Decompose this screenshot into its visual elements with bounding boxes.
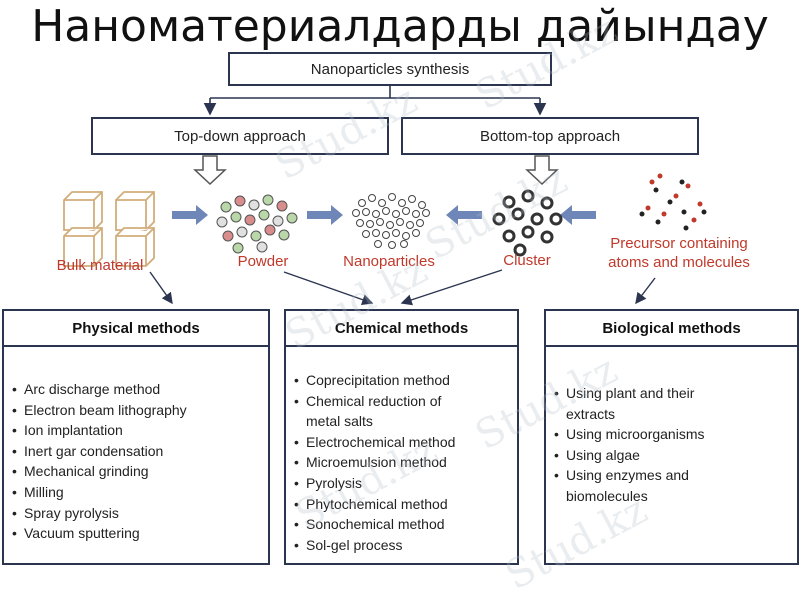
bulk-material-cubes	[63, 191, 155, 267]
diagram-artwork	[63, 85, 707, 306]
root-box-nanoparticles-synthesis: Nanoparticles synthesis	[228, 52, 552, 86]
list-item: Arc discharge method	[12, 379, 262, 400]
chemical-methods-list: Coprecipitation method Chemical reductio…	[286, 347, 517, 555]
list-item: Spray pyrolysis	[12, 503, 262, 524]
top-down-approach-label: Top-down approach	[174, 127, 306, 145]
root-box-label: Nanoparticles synthesis	[310, 60, 470, 78]
list-item: Chemical reduction of metal salts	[294, 391, 476, 432]
list-item: Using microorganisms	[554, 424, 791, 445]
chemical-methods-panel: Chemical methods Coprecipitation method …	[284, 309, 519, 565]
biological-methods-title: Biological methods	[546, 311, 797, 347]
precursor-label: Precursor containing atoms and molecules	[585, 234, 773, 272]
physical-methods-panel: Physical methods Arc discharge method El…	[2, 309, 270, 565]
precursor-molecules	[639, 173, 707, 231]
precursor-label-line1: Precursor containing	[610, 235, 748, 252]
biological-methods-panel: Biological methods Using plant and their…	[544, 309, 799, 565]
list-item: Mechanical grinding	[12, 461, 262, 482]
chemical-methods-title: Chemical methods	[286, 311, 517, 347]
list-item: Ion implantation	[12, 420, 262, 441]
physical-methods-list: Arc discharge method Electron beam litho…	[4, 347, 268, 544]
list-item: Pyrolysis	[294, 473, 511, 494]
list-item: Vacuum sputtering	[12, 523, 262, 544]
connector-root-split	[203, 85, 547, 116]
bottom-up-approach-box: Bottom-top approach	[401, 117, 699, 155]
list-item: Using plant and their extracts	[554, 383, 726, 424]
list-item: Sol-gel process	[294, 535, 511, 556]
page-title: Наноматериалдарды дайындау	[31, 1, 769, 52]
list-item: Inert gar condensation	[12, 441, 262, 462]
list-item: Electron beam lithography	[12, 400, 262, 421]
powder-particles	[216, 194, 298, 254]
bottom-up-approach-label: Bottom-top approach	[479, 127, 621, 145]
cluster-rings	[492, 189, 563, 257]
physical-methods-title: Physical methods	[4, 311, 268, 347]
list-item: Electrochemical method	[294, 432, 511, 453]
biological-methods-list: Using plant and their extracts Using mic…	[546, 347, 797, 507]
down-arrow-top-down	[193, 155, 227, 186]
list-item: Milling	[12, 482, 262, 503]
list-item: Microemulsion method	[294, 452, 511, 473]
precursor-label-line2: atoms and molecules	[608, 254, 750, 271]
list-item: Phytochemical method	[294, 494, 511, 515]
down-arrow-bottom-up	[525, 155, 559, 186]
cluster-label: Cluster	[503, 252, 551, 269]
nanoparticle-cluster	[352, 193, 430, 249]
powder-label: Powder	[237, 253, 289, 270]
top-down-approach-box: Top-down approach	[91, 117, 389, 155]
list-item: Using enzymes and biomolecules	[554, 465, 726, 506]
list-item: Sonochemical method	[294, 514, 511, 535]
nanoparticles-label: Nanoparticles	[343, 253, 435, 270]
bulk-material-label: Bulk material	[56, 257, 144, 274]
list-item: Coprecipitation method	[294, 370, 511, 391]
list-item: Using algae	[554, 445, 791, 466]
process-arrows	[172, 205, 596, 225]
leader-arrows	[149, 269, 656, 306]
